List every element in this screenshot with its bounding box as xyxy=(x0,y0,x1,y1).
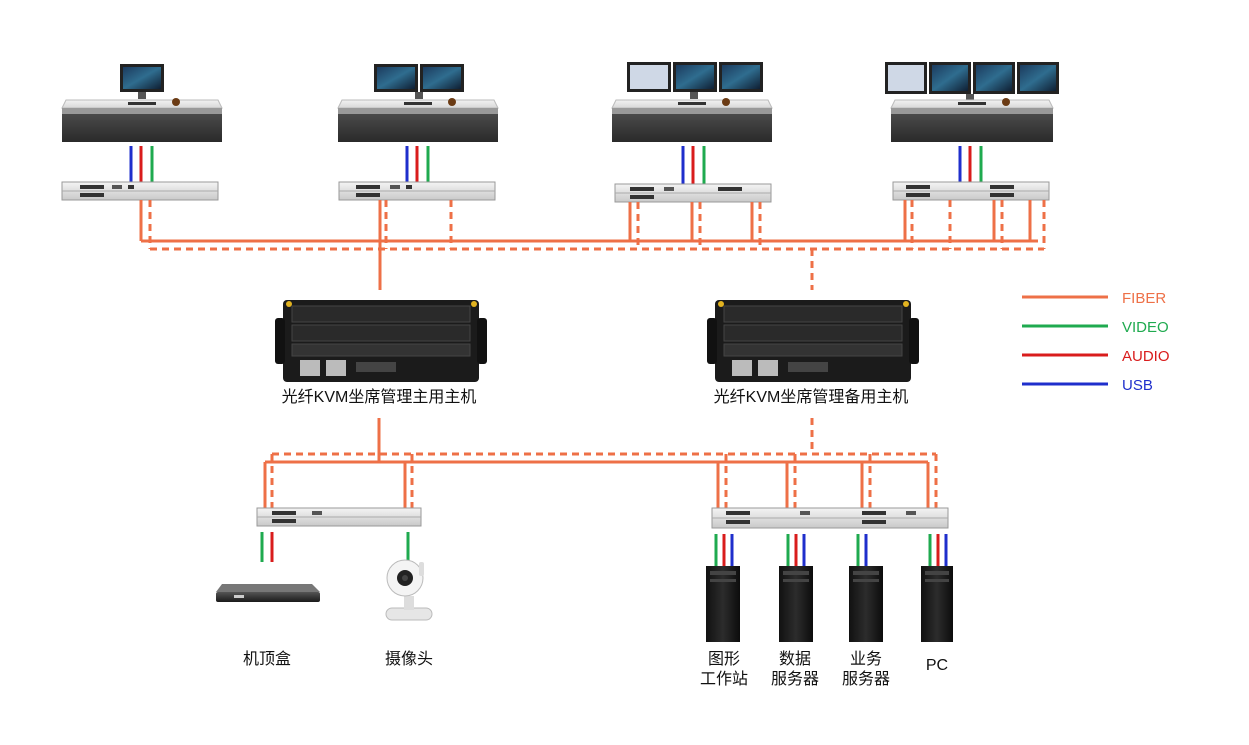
device-cables xyxy=(260,532,948,566)
operator-desk-1 xyxy=(61,64,223,142)
transmitter-right xyxy=(711,507,949,529)
top-extenders xyxy=(61,181,1050,203)
biz-server-label-line2: 服务器 xyxy=(842,670,890,688)
business-server-tower xyxy=(849,566,883,642)
legend: FIBER VIDEO AUDIO USB xyxy=(1022,290,1170,394)
set-top-box-device xyxy=(216,584,320,602)
backup-host-label: 光纤KVM坐席管理备用主机 xyxy=(714,388,909,406)
operator-desk-4 xyxy=(885,62,1059,142)
stb-label: 机顶盒 xyxy=(243,650,291,668)
fiber-bottom-primary xyxy=(263,418,930,508)
legend-audio-label: AUDIO xyxy=(1122,348,1170,365)
workstation-label-line1: 图形 xyxy=(708,650,740,668)
camera-device xyxy=(385,559,433,621)
main-host-label: 光纤KVM坐席管理主用主机 xyxy=(282,388,477,406)
pc-tower xyxy=(921,566,953,642)
legend-usb-label: USB xyxy=(1122,377,1153,394)
operator-desk-3 xyxy=(611,62,773,142)
camera-label: 摄像头 xyxy=(385,650,433,668)
operator-desk-2 xyxy=(337,64,499,142)
legend-video-label: VIDEO xyxy=(1122,319,1169,336)
data-server-label-line2: 服务器 xyxy=(771,670,819,688)
biz-server-label-line1: 业务 xyxy=(850,650,882,668)
desk-cables xyxy=(129,146,983,184)
data-server-tower xyxy=(779,566,813,642)
workstation-label-line2: 工作站 xyxy=(700,670,748,688)
backup-host-chassis xyxy=(707,300,919,382)
receiver-2 xyxy=(338,181,496,201)
transmitter-left xyxy=(256,507,422,527)
main-host-chassis xyxy=(275,300,487,382)
fiber-bus-primary xyxy=(139,200,1038,290)
bottom-transmitters xyxy=(256,507,949,529)
workstation-tower xyxy=(706,566,740,642)
receiver-3 xyxy=(614,183,772,203)
fiber-bus-backup xyxy=(148,200,1046,290)
legend-fiber-label: FIBER xyxy=(1122,290,1166,307)
data-server-label-line1: 数据 xyxy=(779,650,811,668)
receiver-4 xyxy=(892,181,1050,201)
pc-label: PC xyxy=(926,657,948,674)
receiver-1 xyxy=(61,181,219,201)
fiber-bottom-backup xyxy=(270,418,938,508)
